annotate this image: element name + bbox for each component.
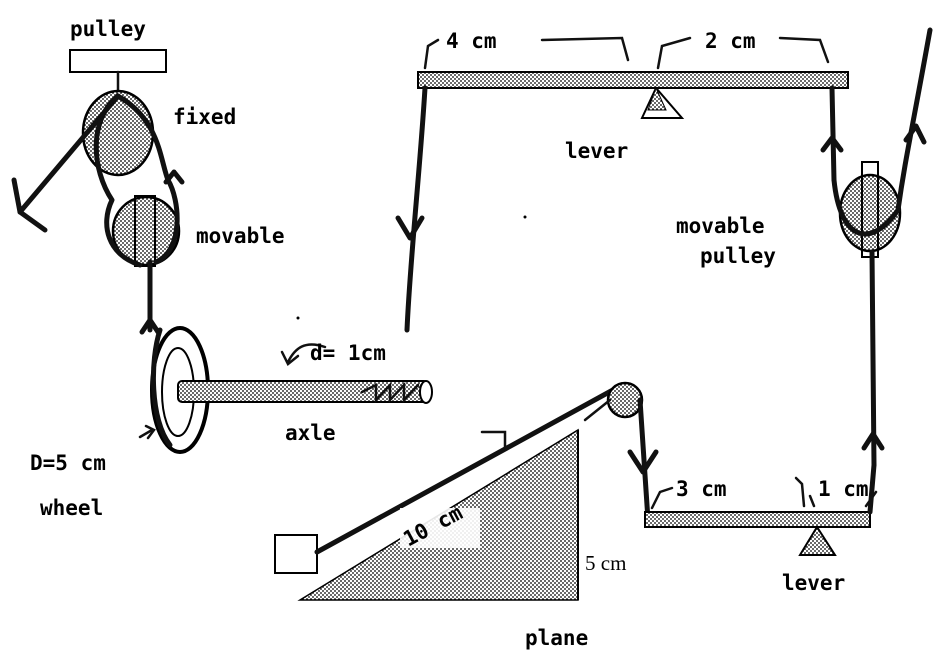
movable-pulley-right-wheel [838, 173, 902, 253]
wheel-rope [150, 327, 173, 448]
top-right-distance-label: 2 cm [705, 29, 756, 53]
bottom-lever-label: lever [782, 571, 845, 595]
pulley-label: pulley [70, 17, 146, 41]
bottom-lever-right-rope-arrow [861, 431, 885, 451]
top-lever-bar [417, 71, 849, 89]
plane-height-label: 5 cm [585, 551, 626, 575]
plane-load-box [274, 534, 318, 574]
plane-length-label-bg [400, 508, 480, 548]
axle-d-label: d= 1cm [310, 341, 386, 365]
axle-rope-wrap [360, 381, 420, 404]
plane-marker [480, 430, 507, 450]
wheel-D-label: D=5 cm [30, 451, 106, 475]
pulley-rope-fixed-left [93, 93, 143, 268]
plane-label: plane [525, 626, 588, 650]
pulley-system: pulley fixed movable [11, 17, 285, 335]
movable-pulley-right-rope-arrow [903, 123, 927, 145]
bottom-right-distance-label: 1 cm [818, 477, 869, 501]
plane-pulley-rope-down [637, 397, 651, 523]
top-lever-label: lever [565, 139, 628, 163]
movable-pulley-label-1: movable [676, 214, 765, 238]
wheel-label: wheel [40, 496, 103, 520]
top-lever-left-rope [404, 85, 428, 333]
fixed-label: fixed [173, 105, 236, 129]
plane-back-rope [583, 398, 612, 422]
pulley-rope-top-arrow [163, 169, 185, 185]
inclined-plane: 10 cm 5 cm plane [274, 381, 659, 650]
movable-pulley-left-bracket [134, 195, 156, 267]
bottom-lever: 3 cm 1 cm lever [644, 431, 885, 595]
wheel-D-pointer [138, 424, 156, 440]
top-lever-right-rope [829, 85, 837, 183]
bottom-left-distance-label: 3 cm [676, 477, 727, 501]
fixed-pulley [81, 89, 155, 177]
wheel-and-axle: d= 1cm axle D=5 cm wheel [30, 326, 433, 520]
speck [296, 316, 300, 320]
top-left-distance-label: 4 cm [446, 29, 497, 53]
speck [523, 215, 527, 219]
top-lever-fulcrum-fill [647, 86, 667, 111]
movable-pulley-label-2: pulley [700, 244, 776, 268]
movable-pulley-right-rope-up [831, 27, 933, 237]
axle-d-pointer [280, 343, 327, 366]
top-lever-left-rope-arrow [395, 215, 425, 241]
movable-pulley-right: movable pulley [676, 27, 933, 468]
axle-end [419, 380, 433, 404]
axle-label: axle [285, 421, 336, 445]
bottom-lever-bar [644, 511, 871, 528]
plane-pulley-rope-arrow [627, 449, 659, 475]
pulley-rope-hand [11, 177, 48, 233]
pulley-ceiling-mount [69, 49, 167, 73]
bottom-left-distance-bracket [650, 486, 674, 510]
movable-pulley-right-rope-down [869, 249, 877, 468]
top-right-distance-bracket [656, 36, 830, 70]
top-lever-right-rope-arrow [820, 135, 844, 153]
plane-pulley [606, 381, 644, 419]
top-left-distance-bracket [423, 36, 630, 70]
plane-rope [314, 382, 625, 555]
bottom-lever-right-rope [867, 462, 877, 515]
bottom-lever-fulcrum [798, 525, 837, 556]
pulley-rope-arrow [139, 317, 161, 335]
movable-label: movable [196, 224, 285, 248]
top-lever: 4 cm 2 cm lever [395, 29, 849, 333]
